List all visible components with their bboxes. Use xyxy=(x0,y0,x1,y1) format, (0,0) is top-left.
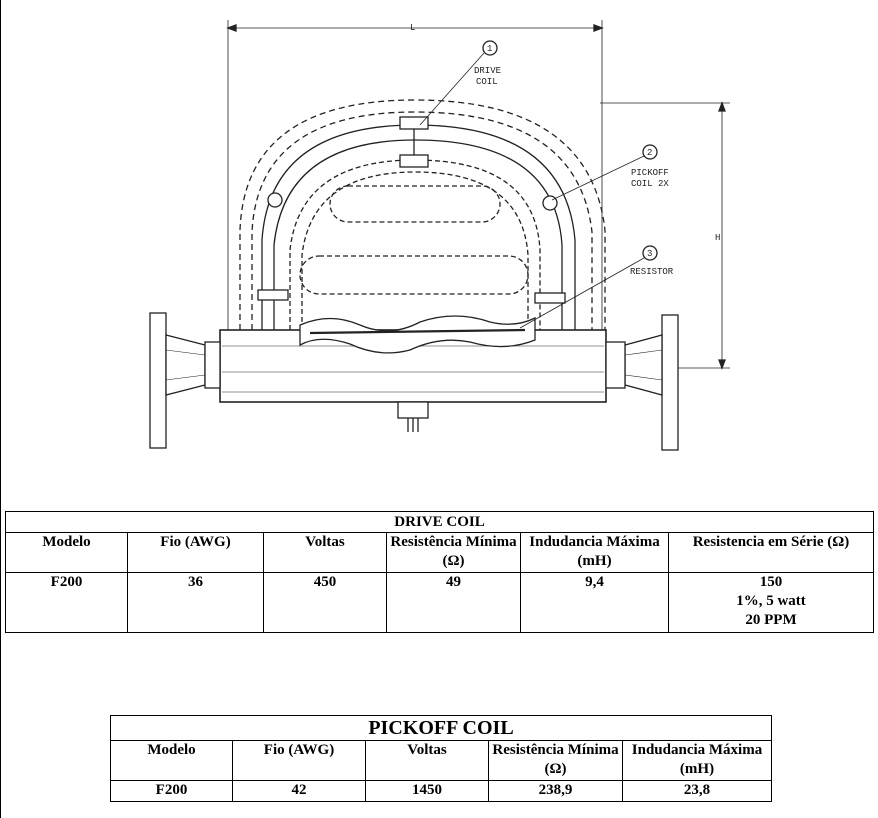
cell-resistencia-minima: 49 xyxy=(386,572,521,633)
header-voltas: Voltas xyxy=(365,740,489,781)
drive-coil-title: DRIVE COIL xyxy=(5,511,874,533)
series-resistance-tempco: 20 PPM xyxy=(745,612,797,628)
flowmeter-technical-drawing: L H 1 DRIVE COIL 2 PICKOFF COIL 2X 3 RES… xyxy=(149,20,730,451)
callout-3-number: 3 xyxy=(647,249,652,259)
cell-indudancia-maxima: 23,8 xyxy=(622,780,772,802)
cell-resistencia-minima: 238,9 xyxy=(488,780,623,802)
cell-voltas: 450 xyxy=(263,572,387,633)
header-resistencia-minima: Resistência Mínima (Ω) xyxy=(488,740,623,781)
dimension-l-label: L xyxy=(410,23,415,33)
callout-2-number: 2 xyxy=(647,148,652,158)
callout-3-text: RESISTOR xyxy=(630,267,674,277)
header-voltas: Voltas xyxy=(263,532,387,573)
header-resistencia-serie: Resistencia em Série (Ω) xyxy=(668,532,874,573)
cell-modelo: F200 xyxy=(5,572,128,633)
callout-2-text2: COIL 2X xyxy=(631,179,669,189)
header-modelo: Modelo xyxy=(110,740,233,781)
header-indudancia-maxima: Indudancia Máxima (mH) xyxy=(520,532,669,573)
cell-indudancia-maxima: 9,4 xyxy=(520,572,669,633)
cell-modelo: F200 xyxy=(110,780,233,802)
dimension-h-label: H xyxy=(715,233,720,243)
cell-fio: 36 xyxy=(127,572,264,633)
cell-fio: 42 xyxy=(232,780,366,802)
callout-1-text: DRIVE xyxy=(474,66,501,76)
callout-1-number: 1 xyxy=(487,44,492,54)
series-resistance-value: 150 xyxy=(759,574,783,590)
callout-2-text: PICKOFF xyxy=(631,168,669,178)
header-fio: Fio (AWG) xyxy=(127,532,264,573)
header-fio: Fio (AWG) xyxy=(232,740,366,781)
pickoff-coil-title: PICKOFF COIL xyxy=(110,715,772,741)
callout-1-text2: COIL xyxy=(476,77,498,87)
page-left-border xyxy=(0,0,1,818)
header-modelo: Modelo xyxy=(5,532,128,573)
cell-resistencia-serie: 150 1%, 5 watt 20 PPM xyxy=(668,572,874,633)
cell-voltas: 1450 xyxy=(365,780,489,802)
pickoff-coil-table: PICKOFF COIL Modelo Fio (AWG) Voltas Res… xyxy=(110,715,772,802)
header-resistencia-minima: Resistência Mínima (Ω) xyxy=(386,532,521,573)
series-resistance-tolerance: 1%, 5 watt xyxy=(736,593,806,609)
drive-coil-table: DRIVE COIL Modelo Fio (AWG) Voltas Resis… xyxy=(5,511,874,633)
header-indudancia-maxima: Indudancia Máxima (mH) xyxy=(622,740,772,781)
